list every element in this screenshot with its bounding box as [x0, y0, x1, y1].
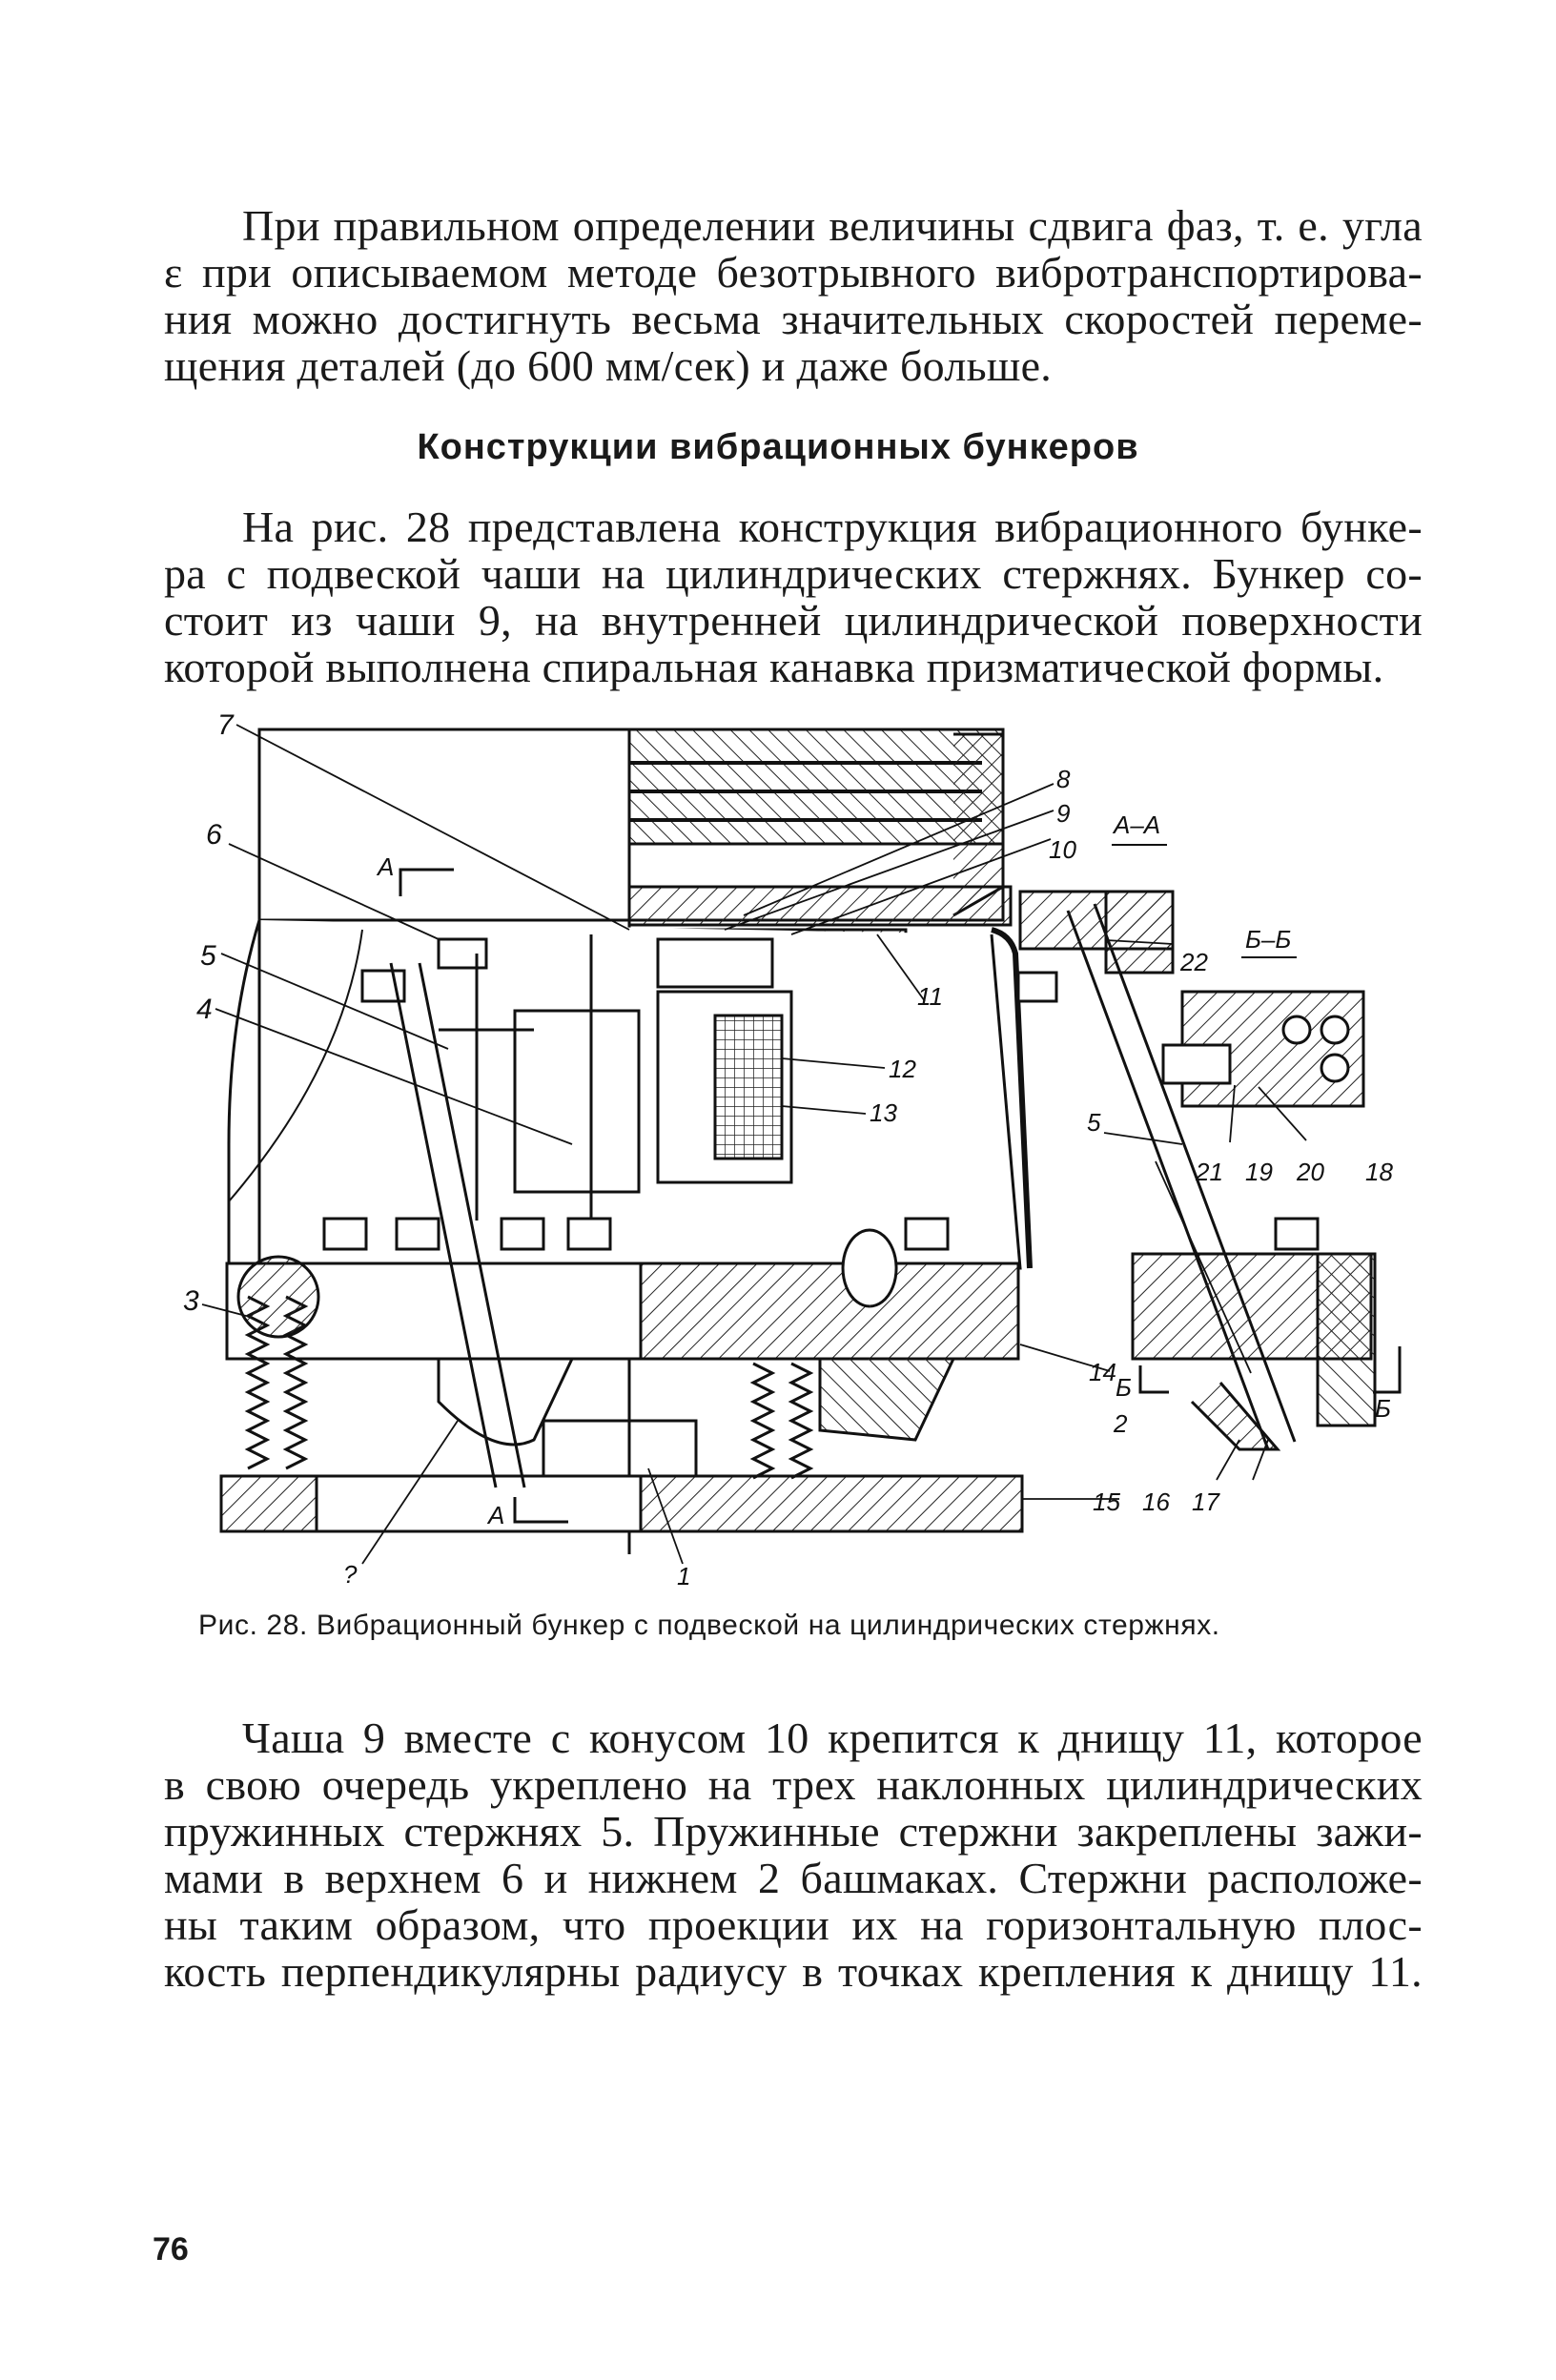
text-line: ε при описываемом методе безотрывного ви…	[164, 248, 1423, 297]
section-arrow-b-right: Б	[1375, 1394, 1391, 1423]
section-aa-label: А–А	[1112, 810, 1160, 839]
callout-16: 16	[1142, 1488, 1170, 1516]
callout-11: 11	[917, 982, 943, 1011]
bolts	[322, 969, 1320, 1251]
callout-17: 17	[1192, 1488, 1220, 1516]
section-arrow-a-top: А	[376, 852, 394, 881]
springs	[236, 1228, 898, 1480]
callout-10: 10	[1049, 835, 1076, 864]
callout-2: 2	[1113, 1409, 1128, 1438]
text-line: которой выполнена спиральная канавка при…	[164, 643, 1384, 691]
section-bb-label: Б–Б	[1245, 925, 1291, 954]
text-line: ния можно достигнуть весьма значительных…	[164, 295, 1423, 343]
spring-rod	[389, 890, 1377, 1488]
section-bb	[1161, 990, 1365, 1108]
callout-9: 9	[1056, 799, 1070, 828]
callout-8: 8	[1056, 765, 1071, 793]
section-arrow-a-bottom: А	[486, 1501, 504, 1529]
text-line: ра с подвеской чаши на цилиндрических ст…	[164, 549, 1423, 598]
callout-2b: ?	[343, 1560, 358, 1589]
callout-13: 13	[870, 1098, 897, 1127]
leader-lines	[201, 724, 1307, 1565]
callout-15: 15	[1093, 1488, 1120, 1516]
section-arrow-a-top-icon	[399, 868, 454, 896]
body-paragraph: На рис. 28 представлена конструкция вибр…	[164, 503, 1423, 690]
base-plate	[219, 1262, 1024, 1533]
text-line: мами в верхнем 6 и нижнем 2 башмаках. Ст…	[164, 1854, 1423, 1902]
body-paragraph-2: Чаша 9 вместе с конусом 10 крепится к дн…	[164, 1714, 1423, 1995]
callout-14: 14	[1089, 1358, 1116, 1386]
callout-3: 3	[183, 1285, 199, 1317]
callout-5b: 5	[1087, 1108, 1101, 1137]
callout-6: 6	[206, 819, 222, 851]
text-line: На рис. 28 представлена конструкция вибр…	[242, 503, 1423, 551]
section-arrow-a-bottom-icon	[513, 1497, 568, 1524]
text-line: ны таким образом, что проекции их на гор…	[164, 1900, 1423, 1949]
section-arrow-b-left-icon	[1138, 1365, 1169, 1394]
intro-paragraph: При правильном определении величины сдви…	[164, 202, 1423, 389]
text-line: При правильном определении величины сдви…	[242, 201, 1423, 250]
callout-5: 5	[200, 940, 216, 972]
callout-18: 18	[1365, 1158, 1393, 1186]
callout-12: 12	[889, 1055, 916, 1083]
callout-19: 19	[1245, 1158, 1273, 1186]
section-arrow-b-right-icon	[1373, 1346, 1402, 1394]
callout-21: 21	[1195, 1158, 1223, 1186]
text-line: щения деталей (до 600 мм/сек) и даже бол…	[164, 341, 1053, 390]
electromagnet	[437, 934, 793, 1240]
callout-1: 1	[677, 1562, 690, 1590]
text-line: в свою очередь укреплено на трех наклонн…	[164, 1760, 1423, 1809]
callout-7: 7	[217, 709, 235, 741]
text-line: стоит из чаши 9, на внутренней цилиндрич…	[164, 596, 1423, 645]
text-line: кость перпендикулярны радиусу в точках к…	[164, 1947, 1423, 1996]
section-heading: Конструкции вибрационных бункеров	[417, 427, 1139, 467]
page-number: 76	[153, 2231, 189, 2267]
callout-4: 4	[196, 994, 213, 1025]
figure-caption: Рис. 28. Вибрационный бункер с подвеской…	[198, 1610, 1220, 1641]
callout-20: 20	[1296, 1158, 1324, 1186]
text-line: Чаша 9 вместе с конусом 10 крепится к дн…	[242, 1713, 1423, 1762]
section-arrow-b-left: Б	[1116, 1373, 1132, 1402]
callout-22: 22	[1179, 948, 1208, 976]
text-line: пружинных стержнях 5. Пружинные стержни …	[164, 1807, 1423, 1856]
